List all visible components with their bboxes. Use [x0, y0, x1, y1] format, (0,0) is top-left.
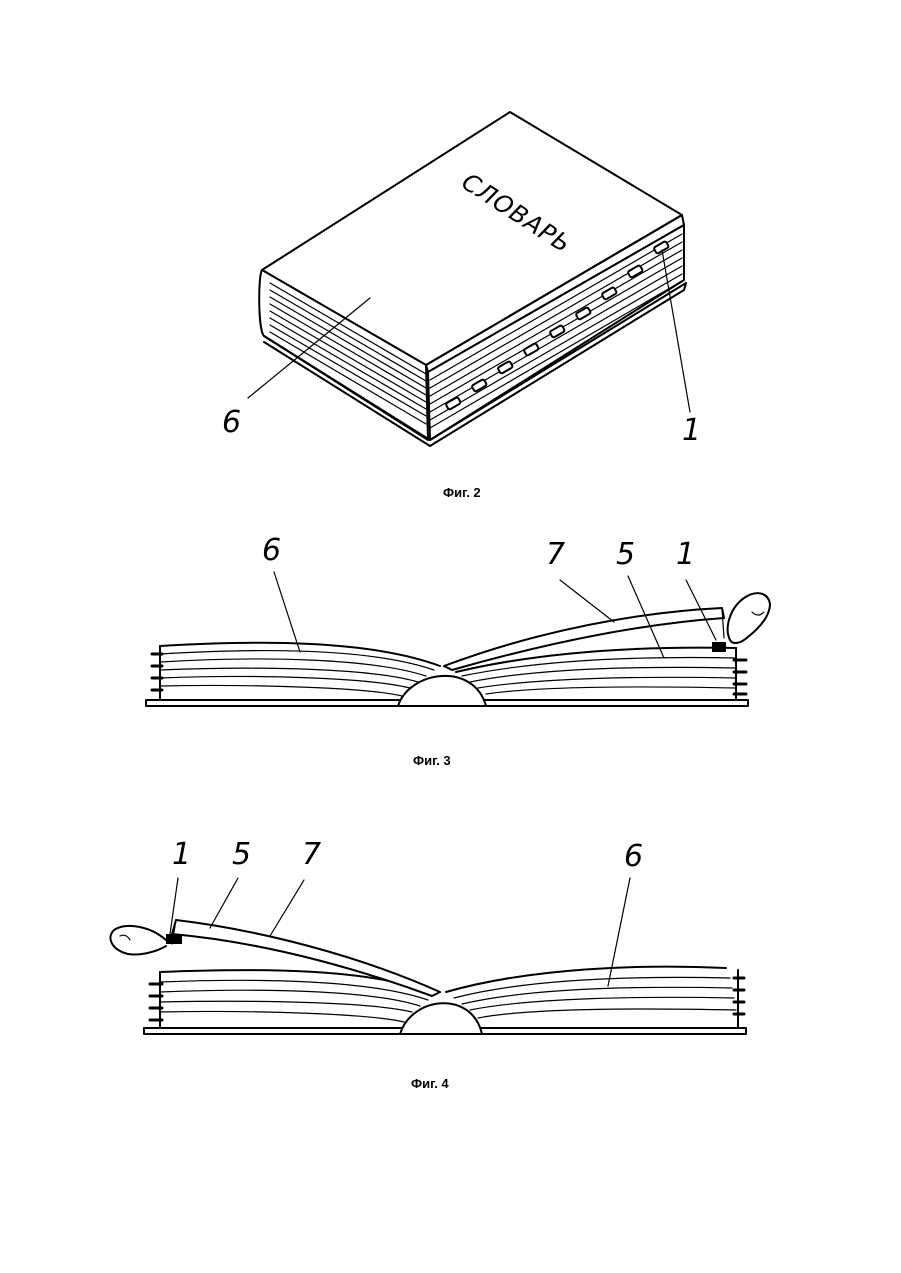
label-1: 1 — [676, 537, 695, 572]
finger-icon — [110, 926, 166, 955]
figure-4-open-book: 1 5 7 6 — [0, 830, 901, 1070]
label-6: 6 — [222, 405, 241, 440]
caption-fig-2: Фиг. 2 — [443, 485, 481, 500]
figure-2-closed-book: СЛОВАРЬ 6 1 — [0, 0, 901, 480]
leader-line-7 — [270, 880, 304, 936]
pulled-tab — [712, 642, 726, 652]
right-page-stack — [446, 967, 738, 1028]
figure-3-open-book: 6 7 5 1 — [0, 520, 901, 760]
spine-bump — [400, 1003, 482, 1034]
leader-line-6 — [274, 572, 300, 652]
finger-icon — [728, 593, 770, 643]
label-7: 7 — [546, 537, 565, 572]
caption-fig-3: Фиг. 3 — [413, 753, 451, 768]
lifted-page-section — [172, 920, 440, 996]
label-1: 1 — [682, 413, 701, 448]
leader-line-7 — [560, 580, 614, 622]
pulled-tab — [166, 934, 182, 944]
label-5: 5 — [232, 837, 251, 872]
leader-line-5 — [210, 878, 238, 928]
label-6: 6 — [624, 839, 643, 874]
label-7: 7 — [302, 837, 321, 872]
caption-fig-4: Фиг. 4 — [411, 1076, 449, 1091]
leader-line-6 — [608, 878, 630, 986]
label-6: 6 — [262, 533, 281, 568]
label-5: 5 — [616, 537, 635, 572]
label-1: 1 — [172, 837, 191, 872]
